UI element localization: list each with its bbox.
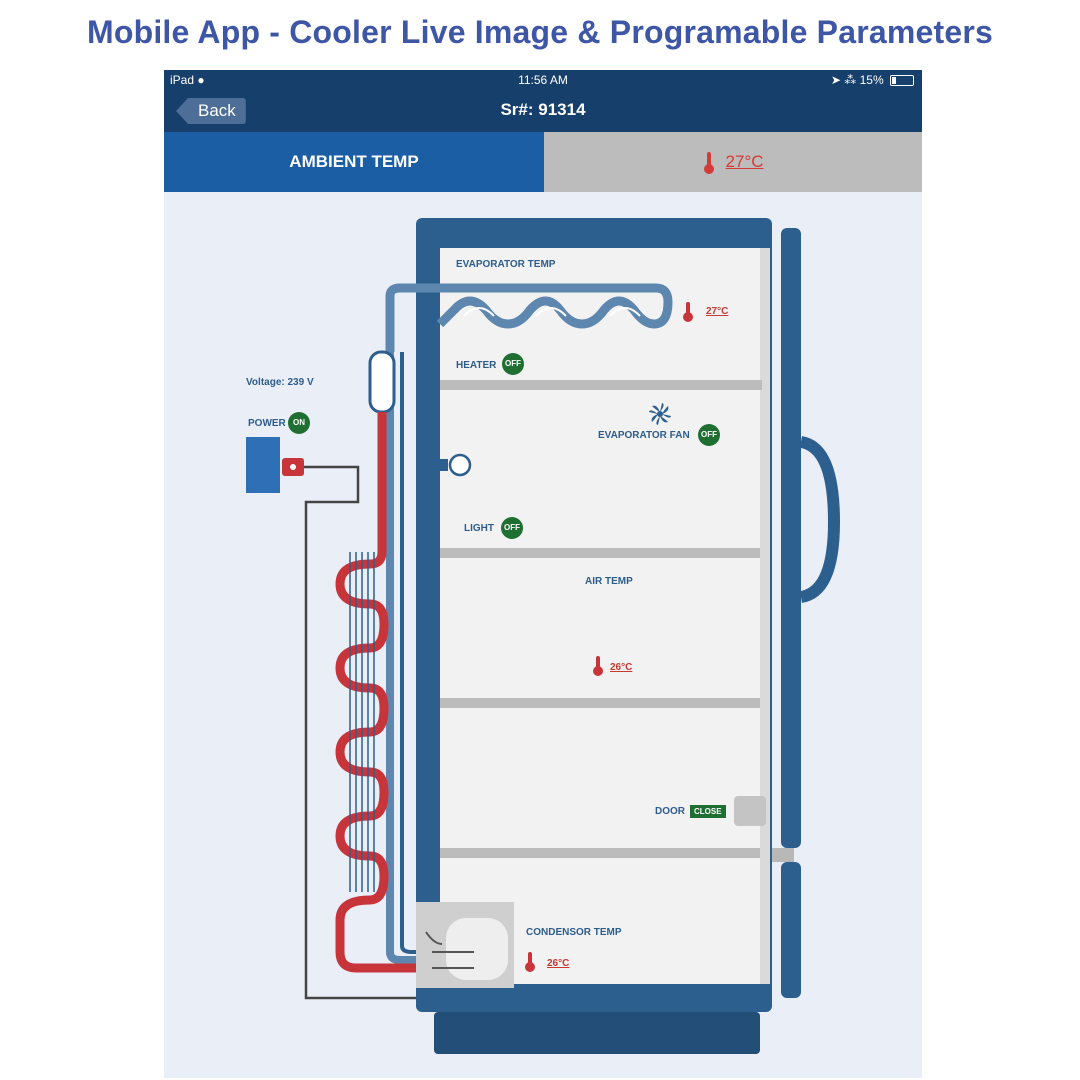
evaporator-temp-value[interactable]: 27°C [706, 306, 729, 317]
battery-percent: 15% [859, 73, 884, 87]
door-lower-bar [781, 862, 801, 998]
suction-pipe [386, 352, 474, 964]
light-socket [440, 459, 448, 471]
nav-bar: Back Sr#: 91314 [164, 90, 922, 132]
power-wire [298, 465, 416, 1000]
light-label: LIGHT [464, 523, 494, 534]
ipad-screen: iPad ● 11:56 AM ➤ ⁂ 15% Back Sr#: 91314 … [164, 70, 922, 1078]
tab-ambient-value[interactable]: 27°C [544, 132, 922, 192]
heater-status-badge[interactable]: OFF [502, 353, 524, 375]
heater-label: HEATER [456, 360, 497, 371]
air-temp-value[interactable]: 26°C [610, 662, 633, 673]
evaporator-fan-status-badge[interactable]: OFF [698, 424, 720, 446]
inner-suction-pipe [400, 352, 474, 954]
compressor-body [446, 918, 508, 980]
door-status-badge[interactable]: CLOSE [690, 805, 726, 818]
cabinet-interior [440, 248, 766, 984]
power-switch-dot [290, 464, 296, 470]
status-time: 11:56 AM [518, 73, 568, 87]
evaporator-temp-label: EVAPORATOR TEMP [456, 259, 556, 270]
power-status-badge[interactable]: ON [288, 412, 310, 434]
battery-icon [890, 75, 914, 87]
status-device: iPad ● [170, 73, 205, 87]
cabinet-base [434, 1012, 760, 1054]
fan-icon [649, 403, 671, 425]
ambient-temp-value: 27°C [725, 152, 764, 171]
status-right: ➤ ⁂ 15% [831, 73, 914, 87]
nav-title: Sr#: 91314 [500, 100, 586, 119]
door-handle[interactable] [799, 436, 841, 603]
location-icon: ➤ [830, 73, 841, 87]
air-thermometer-icon [593, 656, 603, 676]
air-temp-label: AIR TEMP [585, 576, 633, 587]
door-sensor [734, 796, 766, 826]
compressor-lines [425, 931, 474, 969]
thermometer-icon [704, 151, 715, 174]
voltage-readout: Voltage: 239 V [246, 377, 314, 388]
bluetooth-icon: ⁂ [844, 73, 857, 87]
light-bulb [448, 453, 472, 477]
back-button[interactable]: Back [176, 98, 246, 124]
condensor-temp-value[interactable]: 26°C [547, 958, 570, 969]
evaporator-coil-inner [463, 307, 641, 317]
hot-refrigerant-line [335, 412, 474, 973]
evaporator-coil [385, 283, 673, 352]
condensor-thermometer-icon [525, 952, 535, 972]
cooler-illustration [246, 218, 841, 1054]
filter-drier [368, 350, 396, 414]
shelf-1 [440, 380, 762, 390]
light-status-badge[interactable]: OFF [501, 517, 523, 539]
cooler-diagram: EVAPORATOR TEMP 27°C HEATER OFF Voltage:… [164, 192, 922, 1078]
power-label: POWER [248, 418, 286, 429]
tab-ambient-temp[interactable]: AMBIENT TEMP [164, 132, 544, 192]
condensor-temp-label: CONDENSOR TEMP [526, 927, 622, 938]
evaporator-fan-label: EVAPORATOR FAN [598, 430, 690, 441]
shelf-3 [440, 698, 760, 708]
evaporator-thermometer-icon [683, 302, 693, 322]
door-hinge [770, 848, 794, 862]
door-label: DOOR [655, 806, 685, 817]
page-headline: Mobile App - Cooler Live Image & Program… [86, 14, 994, 50]
door-upper-bar [781, 228, 801, 848]
cabinet-inner-edge [760, 248, 770, 984]
shelf-2 [440, 548, 760, 558]
condenser-fins [349, 552, 375, 892]
wifi-icon: ● [197, 73, 205, 87]
power-plug [246, 437, 280, 493]
shelf-4 [440, 848, 760, 858]
status-bar: iPad ● 11:56 AM ➤ ⁂ 15% [164, 70, 922, 90]
